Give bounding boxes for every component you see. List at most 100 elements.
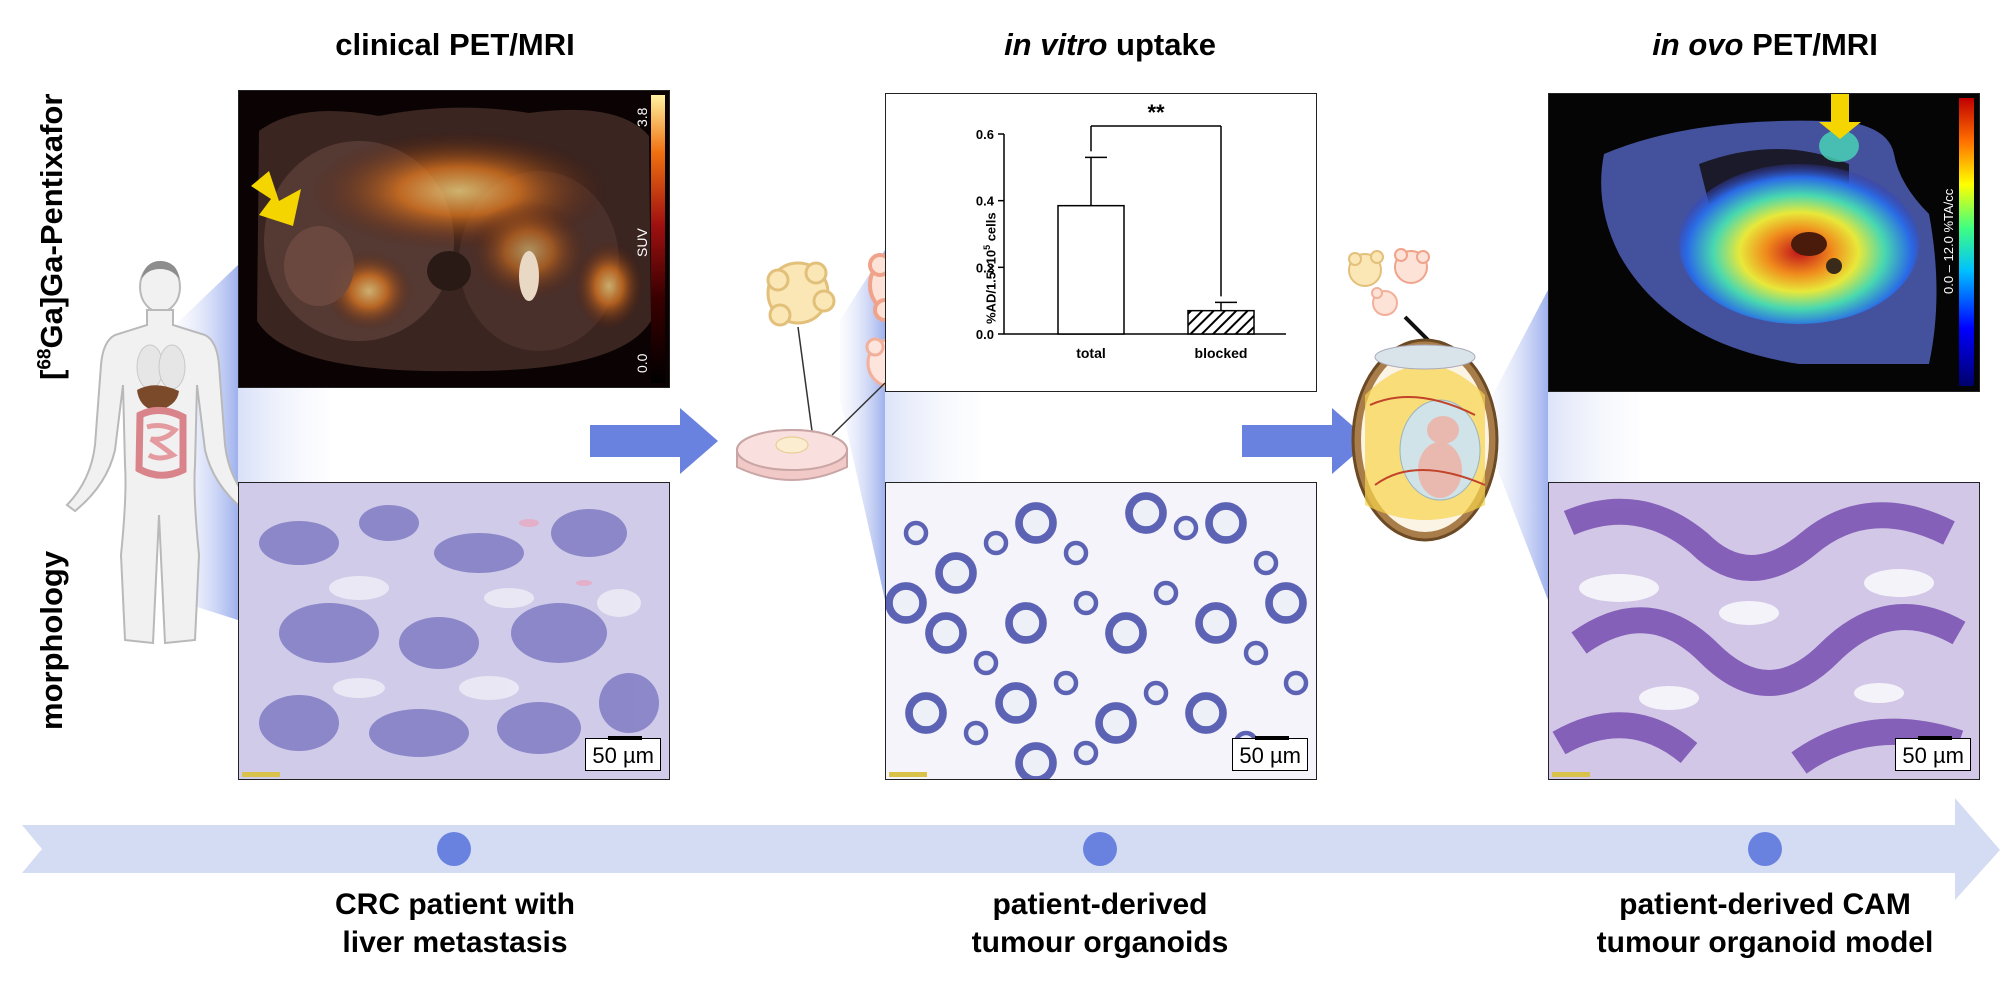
organoid-cell <box>1143 680 1169 706</box>
cam-egg-illustration <box>1348 248 1499 542</box>
egg-organoids <box>1348 248 1430 316</box>
organoid-cell <box>1195 602 1237 644</box>
scalebar-invitro: 50 µm <box>1232 736 1308 771</box>
organoid-cell <box>925 612 967 654</box>
suv-min-label: 0.0 <box>634 353 650 373</box>
organoid-cell <box>1283 670 1309 696</box>
organoid-cell <box>1253 550 1279 576</box>
organoid-cell <box>983 530 1009 556</box>
scalebar-line <box>1918 736 1953 740</box>
uptake-bar-chart: 0.0 0.2 0.4 0.6 total blocked ** <box>976 100 1286 361</box>
organoid-cell <box>963 720 989 746</box>
ylabel-pre: %AD/1.5×10 <box>983 249 999 324</box>
chart-category-label: total <box>1076 345 1106 361</box>
organoid-cell <box>903 520 929 546</box>
microscope-label <box>242 772 280 777</box>
caption-clinical-line1: CRC patient with <box>335 888 575 921</box>
scalebar-inovo-text: 50 µm <box>1902 743 1964 768</box>
caption-clinical-line2: liver metastasis <box>342 926 568 959</box>
organoid-cell <box>1063 540 1089 566</box>
scalebar-invitro-text: 50 µm <box>1239 743 1301 768</box>
caption-clinical: CRC patient with liver metastasis <box>280 886 630 962</box>
inovo-title-rest: PET/MRI <box>1743 27 1878 62</box>
caption-inovo: patient-derived CAM tumour organoid mode… <box>1570 886 1960 962</box>
chart-bar <box>1187 309 1255 335</box>
microscope-label <box>889 772 927 777</box>
caption-inovo-line1: patient-derived CAM <box>1619 888 1911 921</box>
invitro-title-italic: in vitro <box>1004 27 1108 62</box>
organoid-cell <box>1265 582 1307 624</box>
invitro-column-title: in vitro uptake <box>945 27 1275 63</box>
organoid-cell <box>1015 742 1057 779</box>
chart-bar <box>1057 204 1125 335</box>
fan-invitro <box>840 250 885 600</box>
ta-colorbar <box>1959 98 1974 386</box>
organoid-cell <box>1153 580 1179 606</box>
organoid-cell <box>1185 692 1227 734</box>
caption-invitro-line1: patient-derived <box>992 888 1208 921</box>
caption-inovo-line2: tumour organoid model <box>1596 926 1934 959</box>
clinical-column-title: clinical PET/MRI <box>335 27 575 62</box>
timeline-dot-invitro <box>1083 832 1117 866</box>
human-body-icon <box>65 261 255 645</box>
organoid-cell <box>1105 612 1147 654</box>
chart-ytick-label: 0.6 <box>976 127 994 142</box>
invitro-chart-panel: 0.0 0.2 0.4 0.6 total blocked ** %AD/1.5×105 c… <box>885 93 1317 392</box>
inovo-column-title: in ovo PET/MRI <box>1600 27 1930 63</box>
clinical-pet-scan-graphic <box>251 107 651 372</box>
significance-stars: ** <box>1147 100 1165 125</box>
organoid-cell <box>1073 590 1099 616</box>
caption-invitro-line2: tumour organoids <box>971 926 1229 959</box>
invitro-title-rest: uptake <box>1107 27 1216 62</box>
organoid-cell <box>1205 502 1247 544</box>
scalebar-inovo: 50 µm <box>1895 736 1971 771</box>
organoid-cell <box>1005 602 1047 644</box>
process-arrow-1 <box>590 408 718 474</box>
clinical-histology-image: 50 µm <box>238 482 670 780</box>
suv-unit-label: SUV <box>634 228 650 257</box>
organoid-cell <box>1073 740 1099 766</box>
organoid-cell <box>1053 670 1079 696</box>
ylabel-sup: 5 <box>982 244 992 250</box>
ylabel-post: cells <box>983 212 999 245</box>
ta-colorbar-label: 0.0 – 12.0 %TA/cc <box>1941 188 1956 294</box>
inovo-title-italic: in ovo <box>1652 27 1744 62</box>
chart-ytick-label: 0.4 <box>976 194 995 209</box>
process-arrow-2 <box>1242 408 1370 474</box>
organoid-cell <box>1173 515 1199 541</box>
caption-invitro: patient-derived tumour organoids <box>925 886 1275 962</box>
organoid-cell <box>886 582 927 624</box>
suv-colorbar <box>651 95 665 383</box>
chart-category-label: blocked <box>1195 345 1248 361</box>
inovo-histology-image: 50 µm <box>1548 482 1980 780</box>
organoid-cell <box>1243 640 1269 666</box>
suv-max-label: 3.8 <box>634 107 650 127</box>
organoid-cell <box>1095 702 1137 744</box>
invitro-histology-image: 50 µm <box>885 482 1317 780</box>
organoid-cell <box>905 692 947 734</box>
organoid-cell <box>935 552 977 594</box>
clinical-pet-image: 3.8 SUV 0.0 <box>238 90 670 388</box>
organoid-yellow <box>766 261 836 327</box>
clinical-histology-texture <box>239 483 669 779</box>
timeline-dot-inovo <box>1748 832 1782 866</box>
chart-ytick-label: 0.0 <box>976 327 994 342</box>
scalebar-line <box>1255 736 1290 740</box>
fan-inovo <box>1490 290 1548 600</box>
microscope-label <box>1552 772 1590 777</box>
scalebar-clinical-text: 50 µm <box>592 743 654 768</box>
chart-ylabel: %AD/1.5×105 cells <box>982 212 998 324</box>
timeline-band <box>22 798 2000 900</box>
chart-ytick-label: 0.2 <box>976 260 994 275</box>
timeline-dot-clinical <box>437 832 471 866</box>
organoid-cell <box>1125 492 1167 534</box>
organoid-histology-texture <box>886 492 1309 779</box>
organoid-cell <box>995 682 1037 724</box>
organoid-cell <box>973 650 999 676</box>
inovo-histology-texture <box>1549 483 1979 779</box>
inovo-pet-image: 0.0 – 12.0 %TA/cc <box>1548 93 1980 392</box>
organoid-cell <box>1015 502 1057 544</box>
scalebar-clinical: 50 µm <box>585 736 661 771</box>
inovo-pet-scan-graphic <box>1601 94 1937 364</box>
scalebar-line <box>608 736 643 740</box>
